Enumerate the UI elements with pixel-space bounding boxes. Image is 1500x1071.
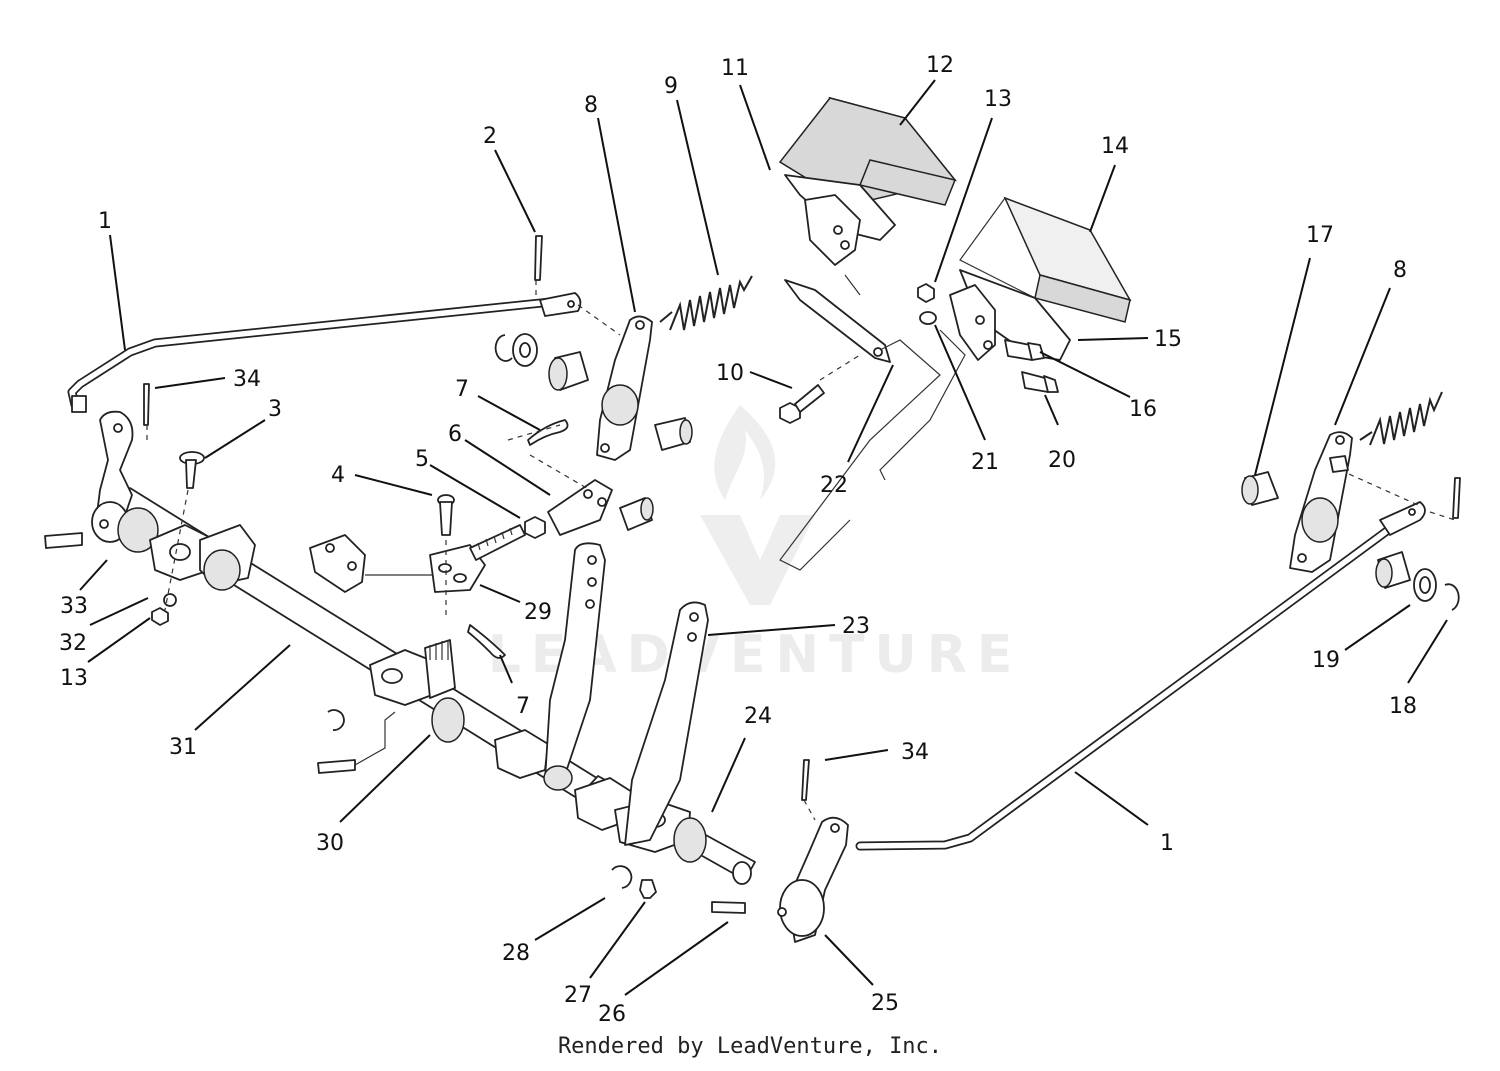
callout-label: 27 [564,983,592,1008]
callout-label: 2 [483,124,497,149]
callout-label: 12 [926,53,954,78]
bushing-left-lower [654,417,693,451]
callout-label: 10 [716,361,744,386]
bellcrank-8-right [1289,431,1353,573]
nut-13-upper [917,283,935,303]
callout-label: 33 [60,594,88,619]
callout-label: 22 [820,473,848,498]
callout-label: 19 [1312,648,1340,673]
callout-label: 21 [971,450,999,475]
callout-label: 25 [871,991,899,1016]
hairpin-7-upper [527,419,569,446]
bearing-block-center [369,639,465,743]
callout-label: 4 [331,463,345,488]
pin-26 [711,901,746,914]
snap-ring-left [327,709,345,731]
callout-label: 34 [901,740,929,765]
pedal-pad-14 [959,196,1132,323]
carriage-bolt-3 [164,451,205,611]
callout-label: 1 [1160,831,1174,856]
callout-label: 26 [598,1002,626,1027]
snap-ring-upper-left [494,334,513,362]
callout-label: 18 [1389,694,1417,719]
leader-lines [79,79,1448,996]
callout-label: 24 [744,704,772,729]
pedal-11 [784,174,896,266]
bolt-10 [779,384,825,424]
brake-pedal-arm [543,542,606,791]
pin-33 [44,532,83,549]
pedal-15 [949,269,1071,361]
cotter-pin-34-right [801,759,810,801]
clevis-6 [547,479,613,536]
fitting-27 [639,879,657,899]
callout-label: 23 [842,614,870,639]
spring-9 [659,275,753,331]
callout-label: 31 [169,735,197,760]
cotter-pin-2 [534,235,543,281]
cotter-pin-right [1452,477,1461,519]
callout-label: 8 [1393,258,1407,283]
pin-30 [317,759,356,774]
bearing-block-left-b [199,524,256,591]
lift-rod-left [67,292,582,413]
bearing-block-left-a [149,524,216,581]
bolt-20 [1021,371,1059,393]
bolt-16 [1004,339,1045,361]
snap-ring-18 [1444,583,1460,611]
callout-label: 34 [233,367,261,392]
callout-label: 32 [59,631,87,656]
bushing-left-upper [548,351,589,391]
callout-label: 29 [524,600,552,625]
callout-label: 7 [455,377,469,402]
bushing-center [619,497,654,531]
callout-label: 6 [448,422,462,447]
hairpin-7-lower [467,624,506,659]
bracket-29 [309,534,366,593]
spring-right [1359,391,1443,446]
cotter-pin-34-left [143,383,150,426]
yoke-29 [429,544,486,593]
callout-label: 13 [60,666,88,691]
washer-32 [163,593,177,607]
traction-pedal-arm [624,601,709,846]
bushing-right-lower [1375,551,1411,589]
lift-rod-right [855,501,1426,851]
right-crank-arm-25 [777,816,849,943]
snap-ring-28 [611,865,633,889]
callout-label: 13 [984,87,1012,112]
callout-label: 14 [1101,134,1129,159]
callout-label: 1 [98,209,112,234]
callout-labels: 1 2 34 3 8 9 11 12 13 14 15 16 20 21 22 … [59,53,1417,1027]
threaded-rod [469,524,526,561]
callout-label: 3 [268,397,282,422]
callout-label: 16 [1129,397,1157,422]
left-crank-arm [91,410,159,553]
callout-label: 15 [1154,327,1182,352]
callout-label: 9 [664,74,678,99]
pedal-pad-12 [778,96,957,206]
nut-13-left [151,607,169,626]
callout-label: 8 [584,93,598,118]
pedal-arm-22 [784,279,891,363]
clevis-pin-4 [437,494,455,536]
callout-label: 28 [502,941,530,966]
callout-label: 7 [516,694,530,719]
nut-21 [919,311,937,325]
footer-credit: Rendered by LeadVenture, Inc. [557,1034,943,1059]
callout-label: 17 [1306,223,1334,248]
nut-5 [524,516,546,539]
callout-label: 30 [316,831,344,856]
callout-label: 20 [1048,448,1076,473]
bushing-17 [1241,471,1279,506]
callout-label: 5 [415,447,429,472]
callout-label: 11 [721,56,749,81]
bellcrank-8-left [596,315,653,461]
